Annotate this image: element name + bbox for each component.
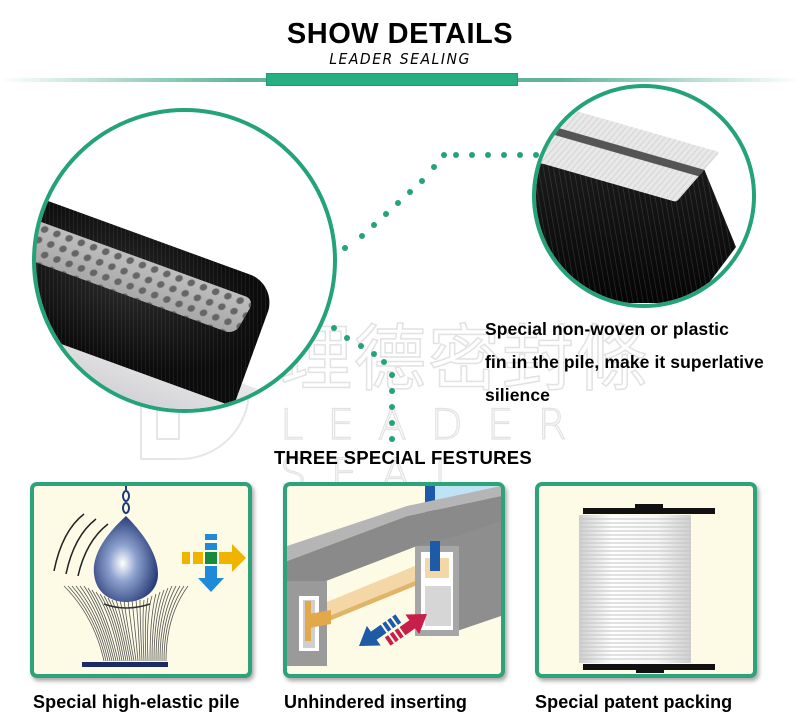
page-subtitle: LEADER SEALING	[329, 51, 471, 69]
feature-card-unhindered-inserting	[283, 482, 505, 678]
feature-description: Special non-woven or plastic fin in the …	[485, 313, 795, 412]
feature-caption: Special high-elastic pile	[33, 692, 240, 712]
description-line: silience	[485, 385, 551, 405]
spool-reel-icon	[579, 504, 715, 673]
profile-insert-arrows-icon	[287, 486, 501, 666]
feature-caption: Special patent packing	[535, 692, 733, 712]
detail-image-mesh-fin	[32, 108, 337, 413]
detail-image-plastic-fin	[532, 84, 756, 308]
page-title: SHOW DETAILS	[286, 18, 514, 50]
header-accent-bar	[266, 73, 518, 86]
feature-caption: Unhindered inserting	[284, 692, 468, 712]
features-heading: THREE SPECIAL FESTURES	[273, 447, 533, 468]
feature-card-patent-packing	[535, 482, 757, 678]
pendulum-ball-on-pile-icon	[53, 486, 246, 667]
pile-strip-image	[536, 108, 752, 304]
feature-card-high-elastic-pile	[30, 482, 252, 678]
description-line: Special non-woven or plastic	[485, 319, 729, 339]
description-line: fin in the pile, make it superlative	[485, 352, 764, 372]
pile-strip-image	[36, 182, 315, 409]
